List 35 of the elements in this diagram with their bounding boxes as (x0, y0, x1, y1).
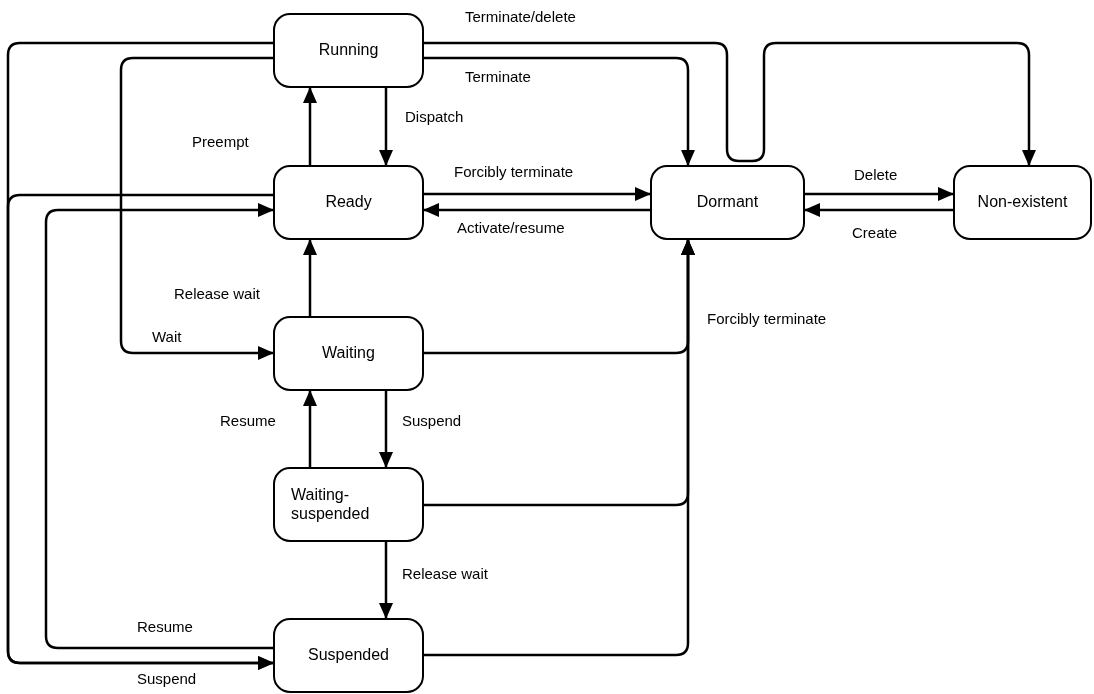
state-name: Waiting-suspended (291, 486, 371, 523)
edge-label: Suspend (400, 412, 464, 430)
arrow (6, 193, 274, 670)
state-box (273, 618, 424, 693)
state-box (273, 467, 424, 542)
arrow (379, 391, 393, 468)
arrow (303, 87, 317, 165)
arrow (805, 187, 954, 201)
state-name: Running (318, 41, 379, 60)
arrow (303, 239, 317, 316)
edge-label: Dispatch (403, 108, 466, 126)
edge-label: Forcibly terminate (452, 163, 576, 181)
arrow (379, 542, 393, 619)
arrow (804, 203, 953, 217)
edge-label: Suspend (135, 670, 199, 688)
arrow (119, 56, 274, 360)
arrow (424, 56, 695, 166)
arrow (379, 88, 393, 166)
arrow (44, 203, 274, 650)
arrow (424, 239, 695, 657)
state-name: Ready (325, 193, 372, 212)
arrow (424, 41, 1036, 166)
state-box (650, 165, 805, 240)
state-name: Non-existent (977, 193, 1068, 212)
state-box (953, 165, 1092, 240)
state-name: Suspended (308, 646, 389, 665)
edge-label: Forcibly terminate (705, 310, 829, 328)
state-name: Waiting (322, 344, 375, 363)
arrow (303, 390, 317, 467)
state-name: Dormant (696, 193, 759, 212)
state-box (273, 316, 424, 391)
state-box (273, 165, 424, 240)
arrow (423, 203, 650, 217)
state-box (273, 13, 424, 88)
arrow (424, 187, 651, 201)
